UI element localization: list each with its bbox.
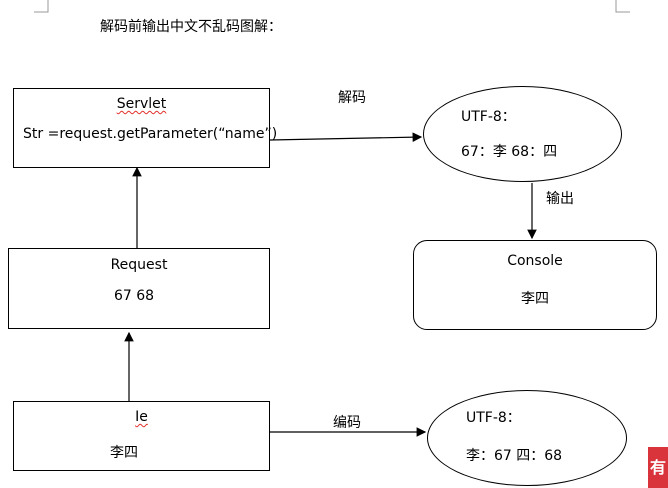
decode-ellipse: UTF-8： 67：李 68：四	[423, 86, 622, 182]
page-corner-mark-left	[34, 0, 630, 13]
encode-ellipse-map: 李：67 四：68	[466, 448, 563, 464]
decode-label: 解码	[338, 90, 366, 106]
servlet-label: Servlet	[116, 96, 167, 112]
arrow-servlet-to-decode	[269, 132, 423, 142]
encode-ellipse-title: UTF-8：	[466, 410, 521, 426]
request-box: Request 67 68	[8, 248, 270, 329]
output-label: 输出	[546, 191, 574, 207]
encode-label: 编码	[333, 415, 361, 431]
request-bytes: 67 68	[114, 288, 155, 304]
ie-label: Ie	[135, 409, 148, 425]
encode-ellipse: UTF-8： 李：67 四：68	[427, 390, 627, 486]
ie-text: 李四	[110, 445, 138, 461]
console-box: Console 李四	[413, 240, 657, 330]
console-label: Console	[507, 253, 563, 269]
console-text: 李四	[521, 291, 549, 307]
decode-ellipse-title: UTF-8：	[461, 109, 516, 125]
ie-box: Ie 李四	[13, 401, 270, 471]
corner-badge: 有	[648, 447, 668, 488]
decode-ellipse-map: 67：李 68：四	[461, 144, 558, 160]
servlet-box: Servlet Str =request.getParameter(“name”…	[13, 88, 277, 168]
diagram-title: 解码前输出中文不乱码图解：	[100, 19, 282, 35]
request-label: Request	[110, 257, 168, 273]
servlet-code: Str =request.getParameter(“name”)	[23, 126, 278, 142]
